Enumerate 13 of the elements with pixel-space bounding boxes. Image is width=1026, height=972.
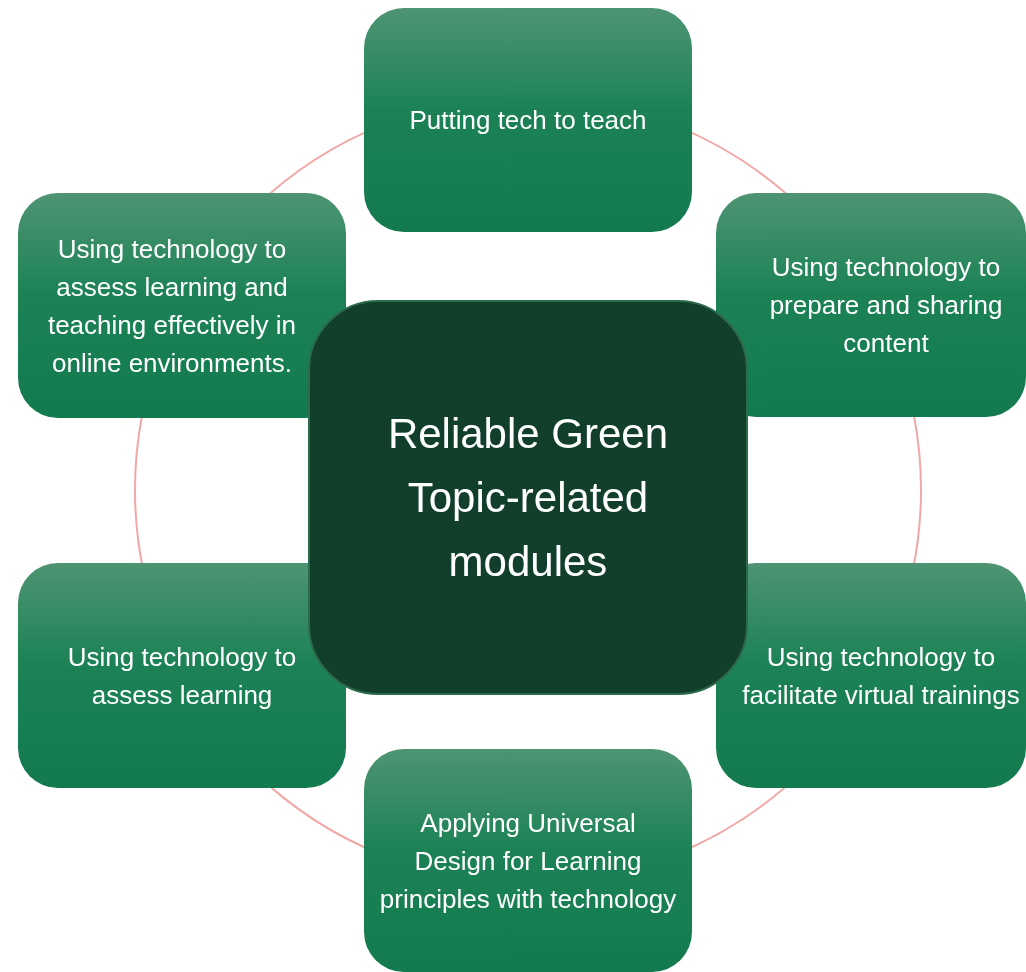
topic-box bbox=[18, 563, 346, 788]
topic-label: Applying Universal Design for Learning principles with technology bbox=[378, 806, 678, 916]
topic-box bbox=[716, 563, 1026, 788]
topic-label: Putting tech to teach bbox=[408, 104, 648, 137]
topic-box bbox=[364, 8, 692, 232]
topic-box bbox=[18, 193, 346, 418]
topic-box bbox=[716, 193, 1026, 417]
topic-label: Using technology to prepare and sharing content bbox=[768, 251, 1004, 360]
topic-label: Using technology to facilitate virtual trainings bbox=[741, 640, 1021, 712]
topic-box bbox=[364, 749, 692, 972]
topic-label: Using technology to assess learning bbox=[66, 640, 298, 712]
topic-label: Using technology to assess learning and teaching effectively in online environments. bbox=[46, 232, 298, 380]
central-title: Reliable Green Topic-related modules bbox=[386, 408, 670, 587]
